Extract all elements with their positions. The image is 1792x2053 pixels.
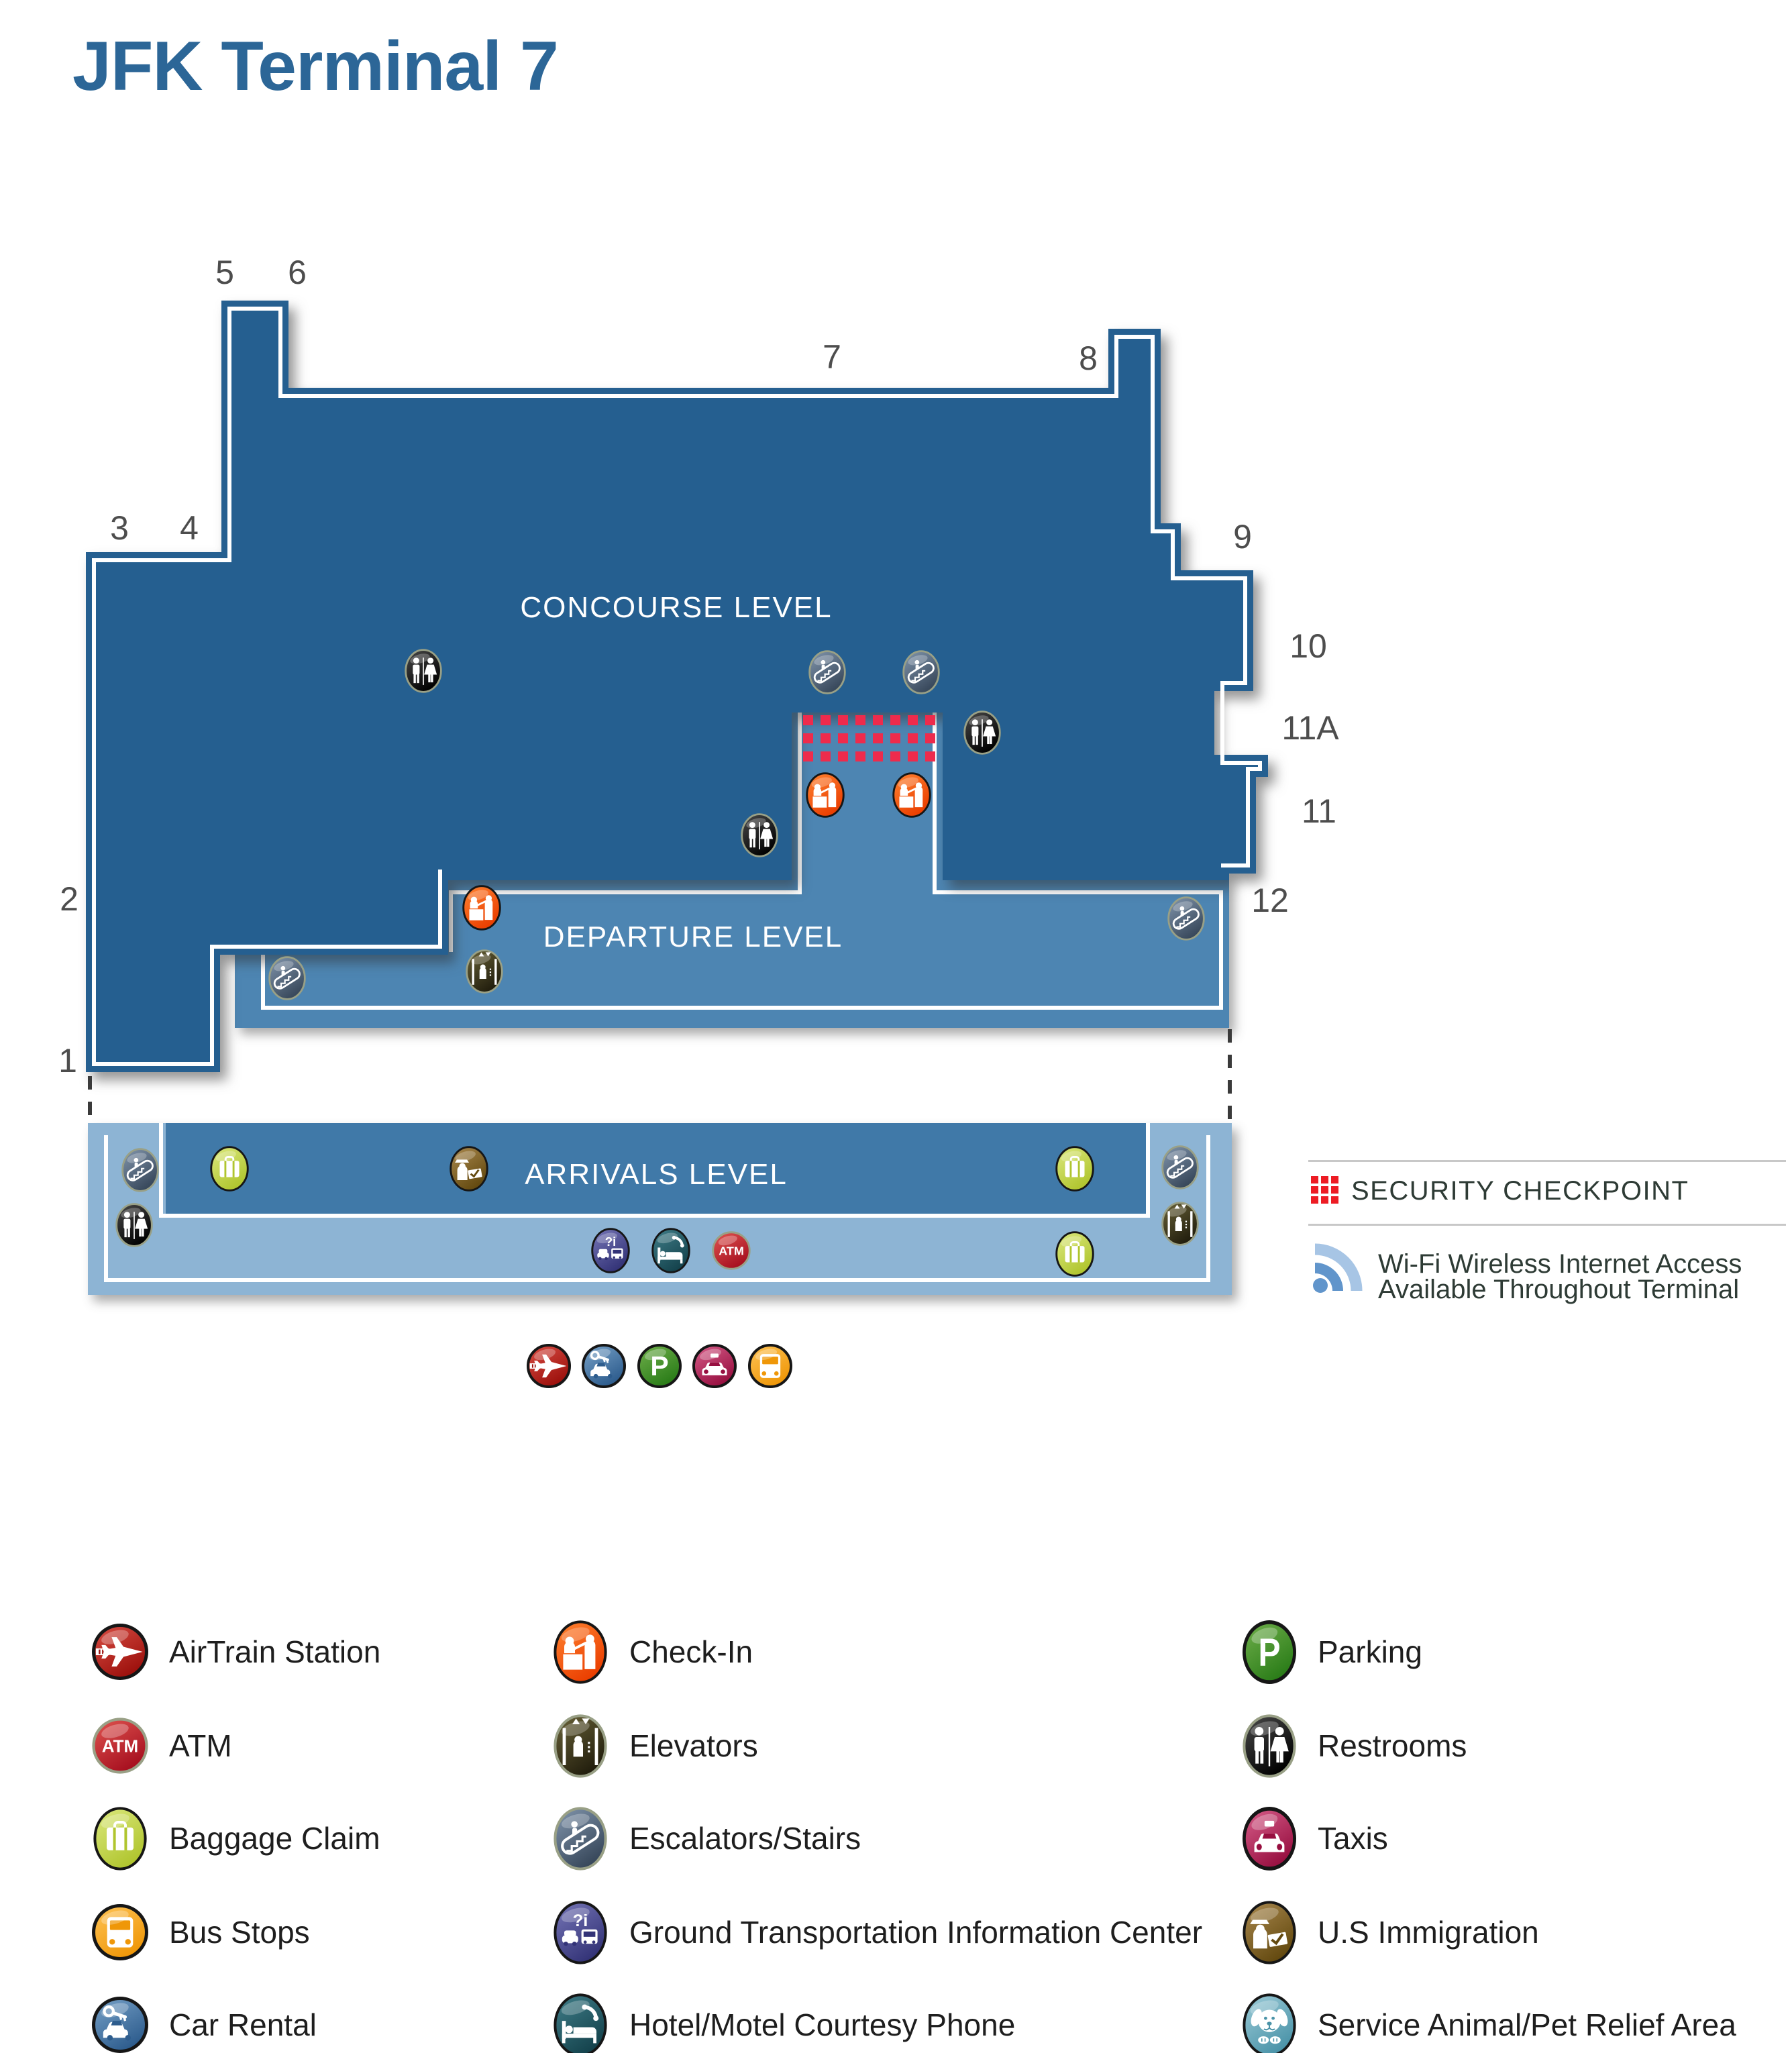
security-dot	[821, 751, 831, 761]
concourse-level-border	[92, 307, 1262, 1066]
gate-label-10: 10	[1289, 627, 1327, 665]
level-connector-dashes	[88, 1029, 1232, 1119]
gate-label-5: 5	[215, 254, 234, 291]
security-dot	[925, 715, 935, 725]
security-dot	[890, 733, 900, 743]
security-dot	[838, 733, 848, 743]
gate-label-9: 9	[1233, 518, 1252, 556]
security-dot	[838, 715, 848, 725]
departure-level-shape	[235, 713, 1229, 1028]
concourse-level-shape	[86, 301, 1268, 1072]
gate-label-2: 2	[60, 880, 78, 918]
security-dot	[803, 715, 813, 725]
gate-label-4: 4	[180, 509, 199, 547]
security-dot	[873, 733, 883, 743]
security-dot	[855, 751, 865, 761]
security-dot	[908, 715, 918, 725]
security-dot	[908, 733, 918, 743]
gate-label-6: 6	[288, 254, 307, 291]
departure-level-border	[261, 713, 1223, 1010]
security-dot	[925, 751, 935, 761]
security-dot	[821, 733, 831, 743]
security-dot	[873, 715, 883, 725]
security-dot	[890, 715, 900, 725]
arrivals-level-inner-shape	[166, 1123, 1148, 1216]
arrivals-level-label: ARRIVALS LEVEL	[525, 1158, 788, 1191]
arrivals-level-border	[104, 1123, 1210, 1282]
gate-label-11: 11	[1302, 792, 1336, 830]
departure-level-label: DEPARTURE LEVEL	[543, 920, 843, 953]
security-checkpoint-label: SECURITY CHECKPOINT	[1351, 1176, 1689, 1206]
security-dot	[838, 751, 848, 761]
security-checkpoint-area	[803, 715, 935, 761]
gate-label-11A: 11A	[1281, 709, 1339, 747]
concourse-level-label: CONCOURSE LEVEL	[520, 591, 832, 624]
security-dot	[890, 751, 900, 761]
divider-line	[1308, 1160, 1786, 1162]
divider-line	[1308, 1224, 1786, 1226]
security-dot	[855, 715, 865, 725]
wifi-label-line2: Available Throughout Terminal	[1378, 1275, 1740, 1304]
level-labels: CONCOURSE LEVEL DEPARTURE LEVEL ARRIVALS…	[520, 591, 843, 1191]
wifi-icon	[1313, 1243, 1363, 1293]
gate-label-3: 3	[110, 509, 129, 547]
security-dot	[803, 751, 813, 761]
security-dot	[855, 733, 865, 743]
security-checkpoint-icon	[1311, 1176, 1338, 1204]
security-dot	[803, 733, 813, 743]
security-dot	[821, 715, 831, 725]
page-title: JFK Terminal 7	[72, 28, 559, 105]
gate-label-12: 12	[1251, 882, 1289, 919]
security-dot	[873, 751, 883, 761]
security-dot	[908, 751, 918, 761]
wifi-label-line1: Wi-Fi Wireless Internet Access	[1378, 1249, 1742, 1279]
gate-label-8: 8	[1079, 339, 1098, 377]
security-dot	[925, 733, 935, 743]
gate-label-1: 1	[58, 1042, 77, 1080]
gate-label-7: 7	[823, 338, 841, 376]
